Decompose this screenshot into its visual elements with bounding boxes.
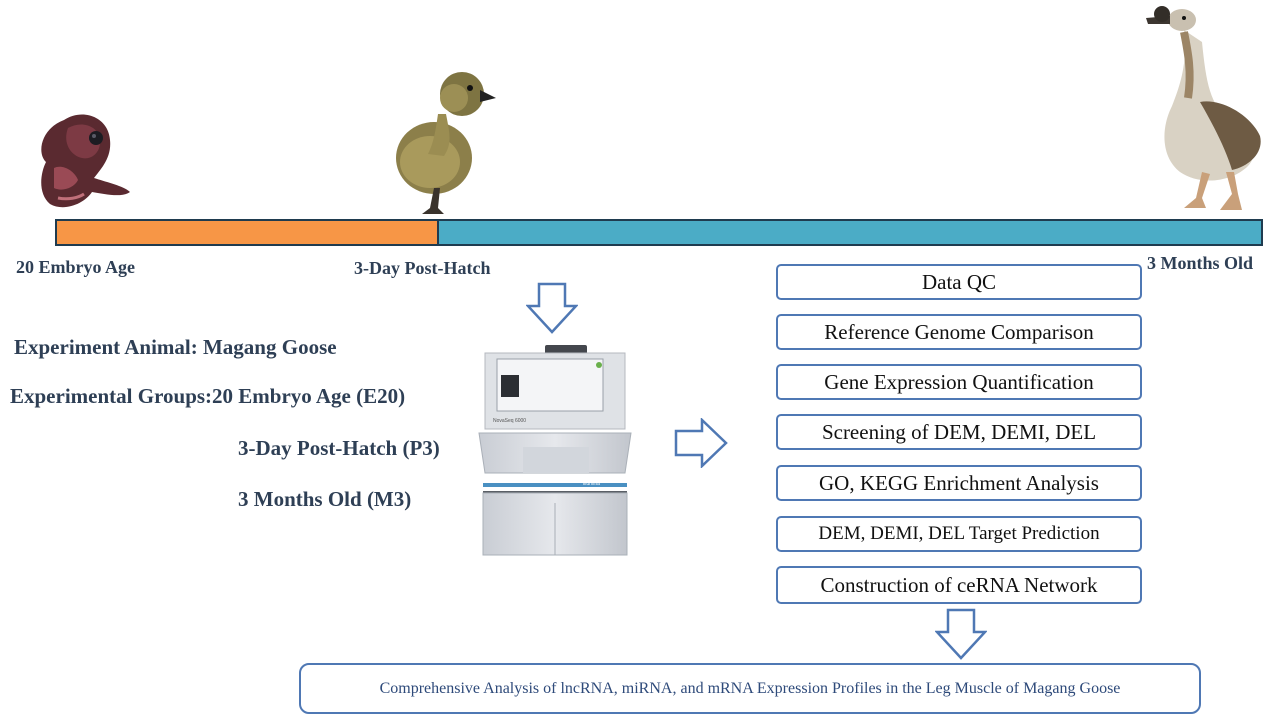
step-label: GO, KEGG Enrichment Analysis: [819, 470, 1099, 495]
step-reference-genome: Reference Genome Comparison: [776, 314, 1142, 350]
timeline-label-embryo: 20 Embryo Age: [16, 257, 135, 277]
step-label: DEM, DEMI, DEL Target Prediction: [818, 523, 1100, 544]
step-enrichment: GO, KEGG Enrichment Analysis: [776, 465, 1142, 501]
step-data-qc: Data QC: [776, 264, 1142, 300]
step-screening: Screening of DEM, DEMI, DEL: [776, 414, 1142, 450]
embryo-image: [41, 114, 131, 208]
conclusion-text: Comprehensive Analysis of lncRNA, miRNA,…: [379, 679, 1121, 697]
experimental-groups: Experimental Groups:20 Embryo Age (E20): [10, 384, 406, 408]
arrow-right-icon: [674, 418, 728, 468]
group-p3: 3-Day Post-Hatch (P3): [238, 436, 440, 460]
step-label: Gene Expression Quantification: [824, 369, 1094, 394]
arrow-down-icon: [935, 608, 987, 660]
conclusion-box: Comprehensive Analysis of lncRNA, miRNA,…: [299, 663, 1201, 714]
step-label: Data QC: [921, 269, 997, 294]
step-gene-expression: Gene Expression Quantification: [776, 364, 1142, 400]
timeline-segment-embryo: [57, 221, 439, 244]
sequencer-image: NovaSeq 6000 illumina: [473, 343, 637, 561]
timeline-label-months: 3 Months Old: [1147, 253, 1254, 273]
step-cerna-network: Construction of ceRNA Network: [776, 566, 1142, 604]
experiment-animal: Experiment Animal: Magang Goose: [14, 335, 337, 359]
group-m3: 3 Months Old (M3): [238, 487, 412, 511]
timeline-label-posthatch: 3-Day Post-Hatch: [354, 258, 491, 278]
gosling-image: [396, 72, 496, 214]
step-label: Reference Genome Comparison: [824, 319, 1094, 344]
step-target-prediction: DEM, DEMI, DEL Target Prediction: [776, 516, 1142, 552]
arrow-down-icon: [526, 282, 578, 334]
timeline-bar: [55, 219, 1263, 246]
goose-image: [1146, 6, 1261, 210]
step-label: Screening of DEM, DEMI, DEL: [821, 419, 1097, 444]
timeline-segment-posthatch: [439, 221, 1261, 244]
sequencer-maker: illumina: [583, 481, 600, 487]
step-label: Construction of ceRNA Network: [820, 572, 1098, 597]
sequencer-brand: NovaSeq 6000: [493, 418, 527, 424]
